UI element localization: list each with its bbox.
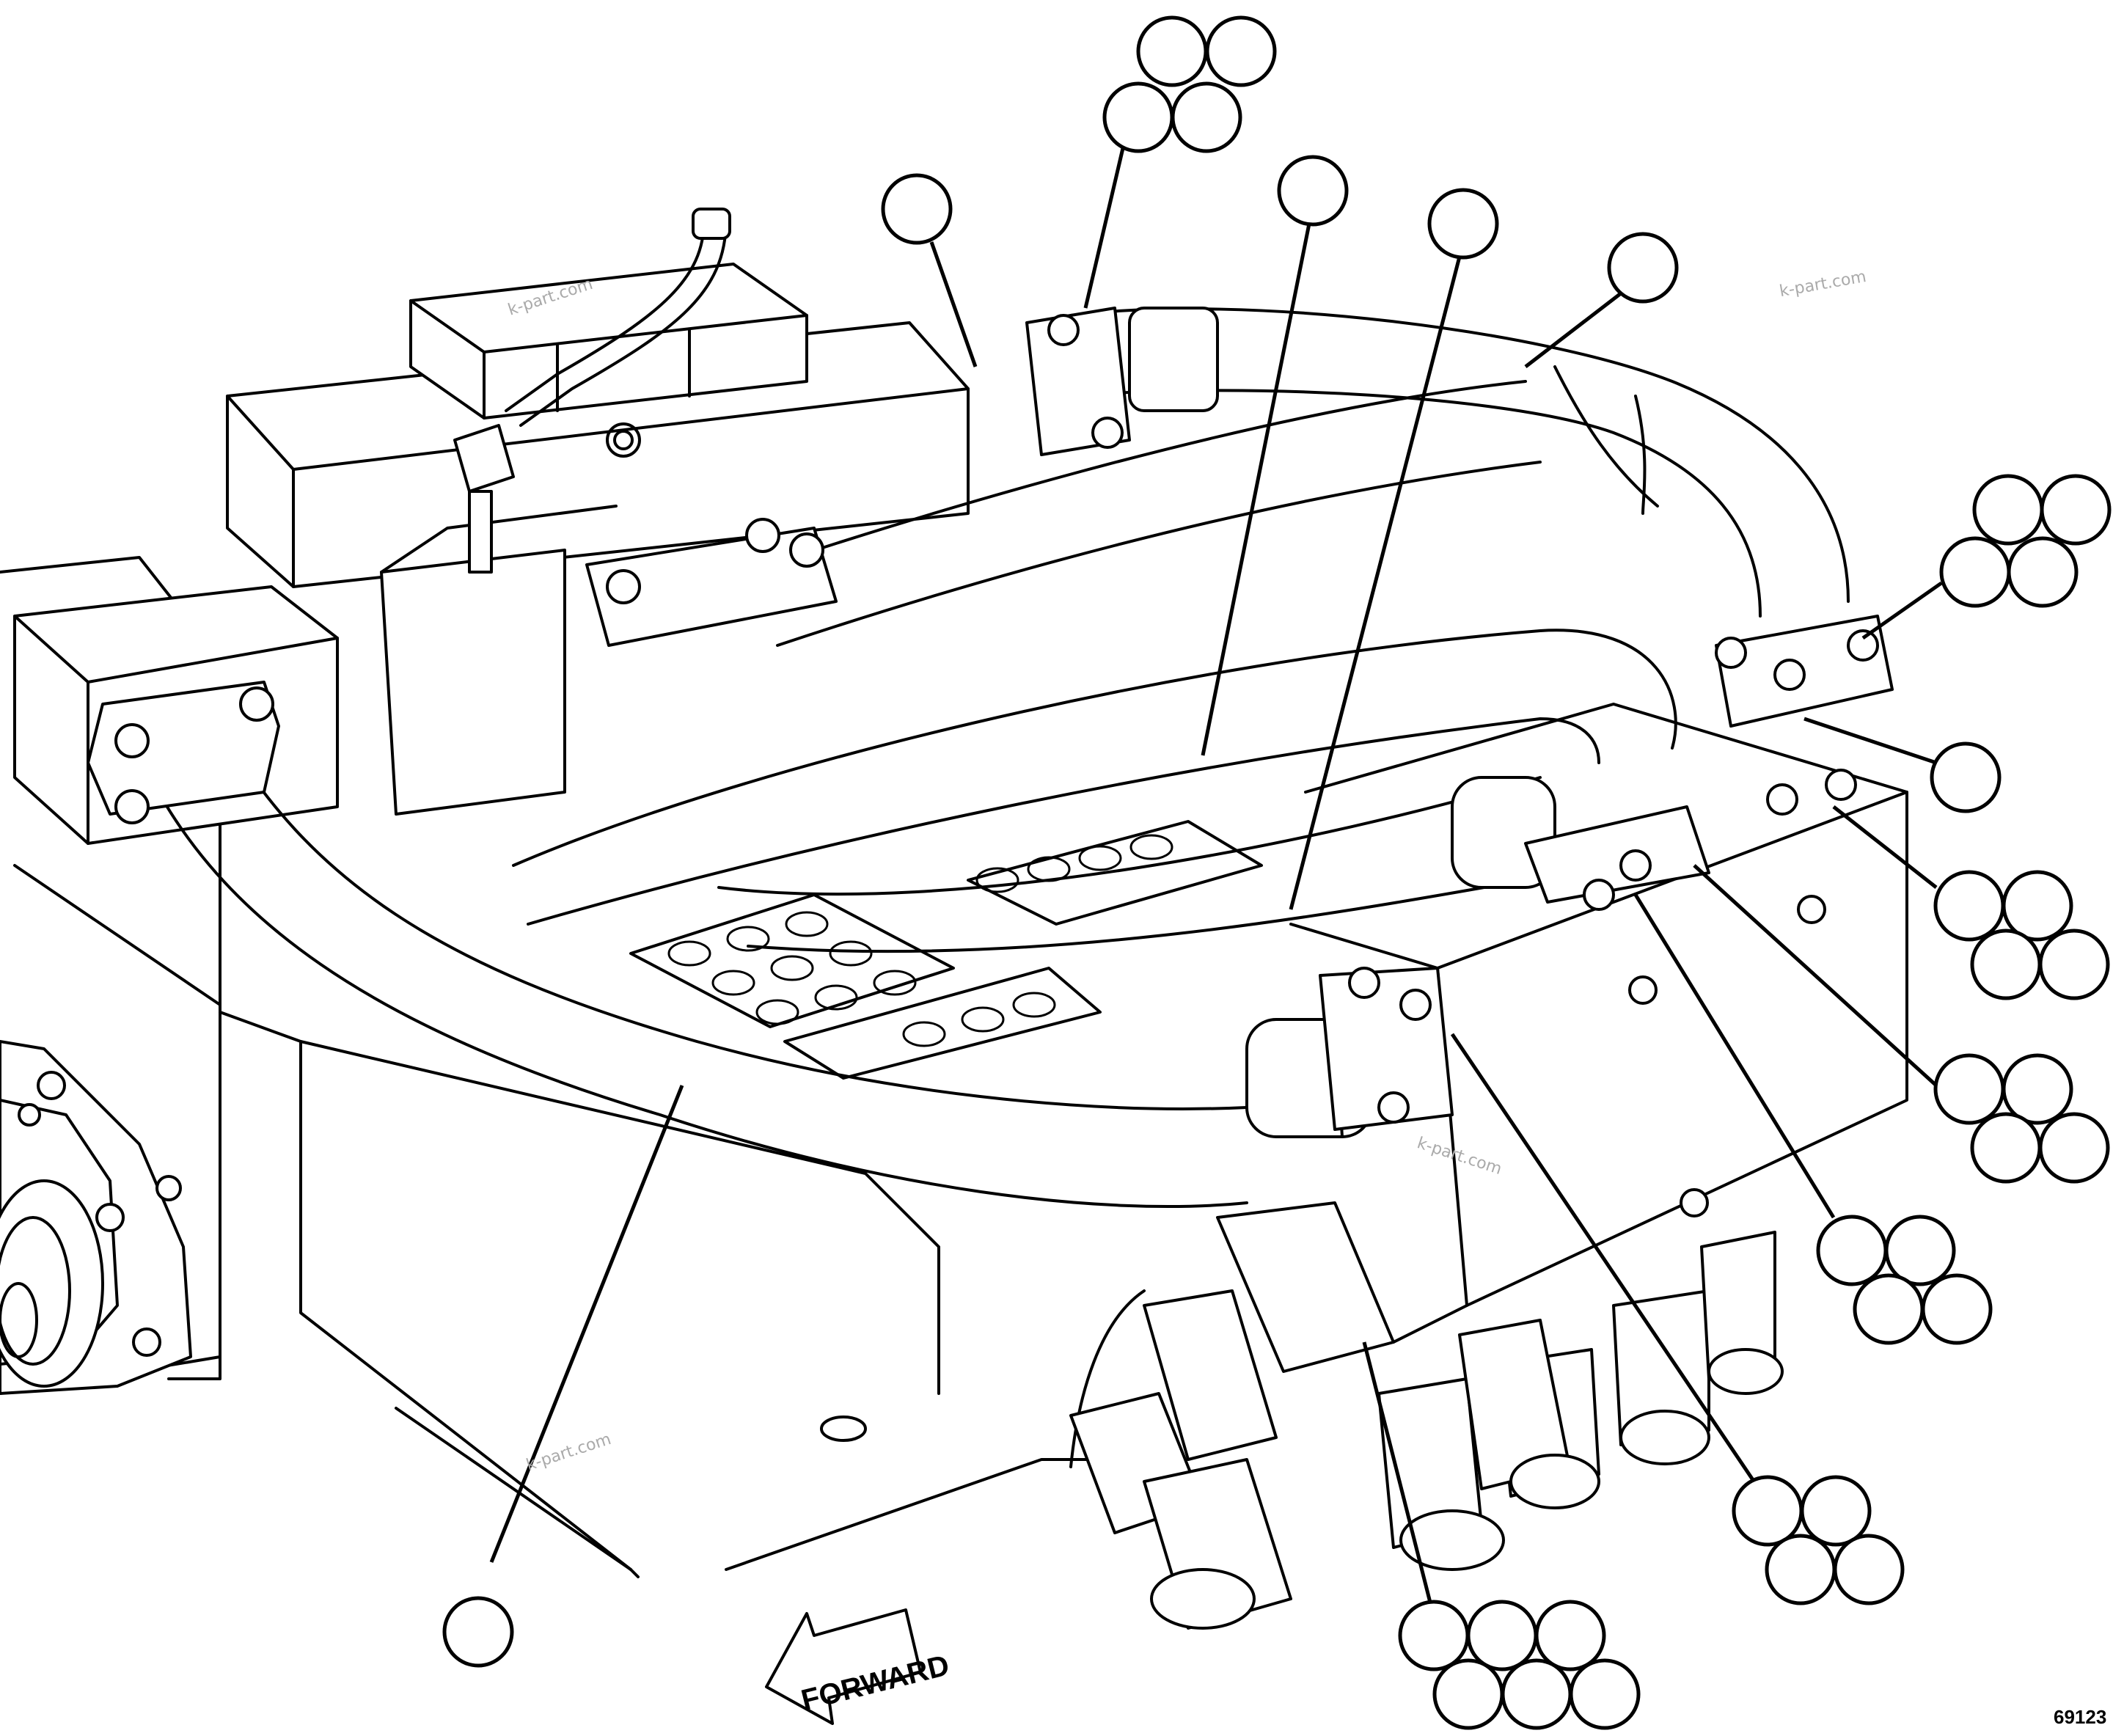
- callout-bubble: [1102, 81, 1174, 153]
- callout-bubble: [1732, 1475, 1803, 1547]
- callout-bubble: [1765, 1534, 1836, 1605]
- callout-bubble: [1884, 1215, 1956, 1286]
- leader-line: [1524, 292, 1622, 368]
- callout-group-4: [1933, 1053, 2110, 1184]
- callout-bubble: [1432, 1658, 1504, 1730]
- leader-line: [1083, 135, 1128, 309]
- callout-bubble: [1205, 15, 1277, 87]
- leader-line: [1633, 893, 1836, 1219]
- callout-bubble: [1398, 1600, 1470, 1671]
- leader-line: [1861, 581, 1943, 640]
- watermark-text: k-part.com: [1778, 268, 1867, 301]
- callout-bubble: [2002, 870, 2073, 942]
- callout-bubble: [1171, 81, 1242, 153]
- callout-bubble: [1933, 870, 2005, 942]
- forward-arrow: FORWARD: [765, 1608, 953, 1725]
- callout-bubble: [2038, 1112, 2110, 1184]
- callout-bubble: [442, 1596, 514, 1668]
- callout-bubble: [1607, 232, 1679, 304]
- leader-line: [489, 1085, 684, 1563]
- leader-line: [1362, 1341, 1432, 1603]
- leader-line: [1289, 256, 1462, 910]
- callout-bubble: [2002, 1053, 2073, 1125]
- callout-bubble: [1427, 188, 1499, 260]
- callout-bubble: [1136, 15, 1208, 87]
- leader-line: [1450, 1033, 1766, 1498]
- leader-line: [1803, 717, 1937, 765]
- callout-bubble: [1534, 1600, 1606, 1671]
- callout-group-5: [1816, 1215, 1993, 1345]
- leader-line: [929, 241, 978, 367]
- lower-hoses-cylinders: [1069, 1201, 1784, 1630]
- callout-bubble: [881, 173, 953, 245]
- callout-group-1: [1102, 15, 1277, 153]
- leader-line: [1832, 805, 1938, 889]
- valve-blocks: [13, 263, 1908, 1344]
- callout-bubble: [2040, 474, 2112, 546]
- leader-line: [1201, 223, 1311, 756]
- callout-bubble: [1972, 474, 2044, 546]
- callout-bubble: [1569, 1658, 1641, 1730]
- callout-bubble: [1970, 1112, 2042, 1184]
- callout-bubble: [1939, 536, 2011, 608]
- callout-bubble: [2007, 536, 2079, 608]
- callout-bubble: [1466, 1600, 1538, 1671]
- callout-bubble: [1970, 929, 2042, 1000]
- callout-group-2: [1939, 474, 2112, 608]
- callout-group-3: [1933, 870, 2110, 1000]
- callout-bubble: [1833, 1534, 1905, 1605]
- hose-lines: [145, 307, 1850, 1208]
- leader-lines: [489, 135, 1943, 1603]
- callout-bubble: [1921, 1273, 1993, 1345]
- callout-bubble: [1800, 1475, 1872, 1547]
- leader-line: [1693, 864, 1938, 1087]
- small-pilot-hose: [453, 208, 731, 574]
- watermark-text: k-part.com: [524, 1430, 614, 1475]
- callout-bubble: [1816, 1215, 1888, 1286]
- flange-clamps: [87, 307, 1894, 1217]
- callout-group-7: [1398, 1600, 1641, 1730]
- callout-bubble: [2038, 929, 2110, 1000]
- callout-bubble: [1853, 1273, 1925, 1345]
- figure-number: 69123: [2054, 1706, 2106, 1728]
- callout-bubble: [1501, 1658, 1572, 1730]
- callout-bubble: [1933, 1053, 2005, 1125]
- left-flange-hub: [0, 1040, 192, 1395]
- callout-bubble: [1930, 741, 2002, 813]
- callout-bubble: [1277, 155, 1349, 227]
- callout-group-6: [1732, 1475, 1905, 1605]
